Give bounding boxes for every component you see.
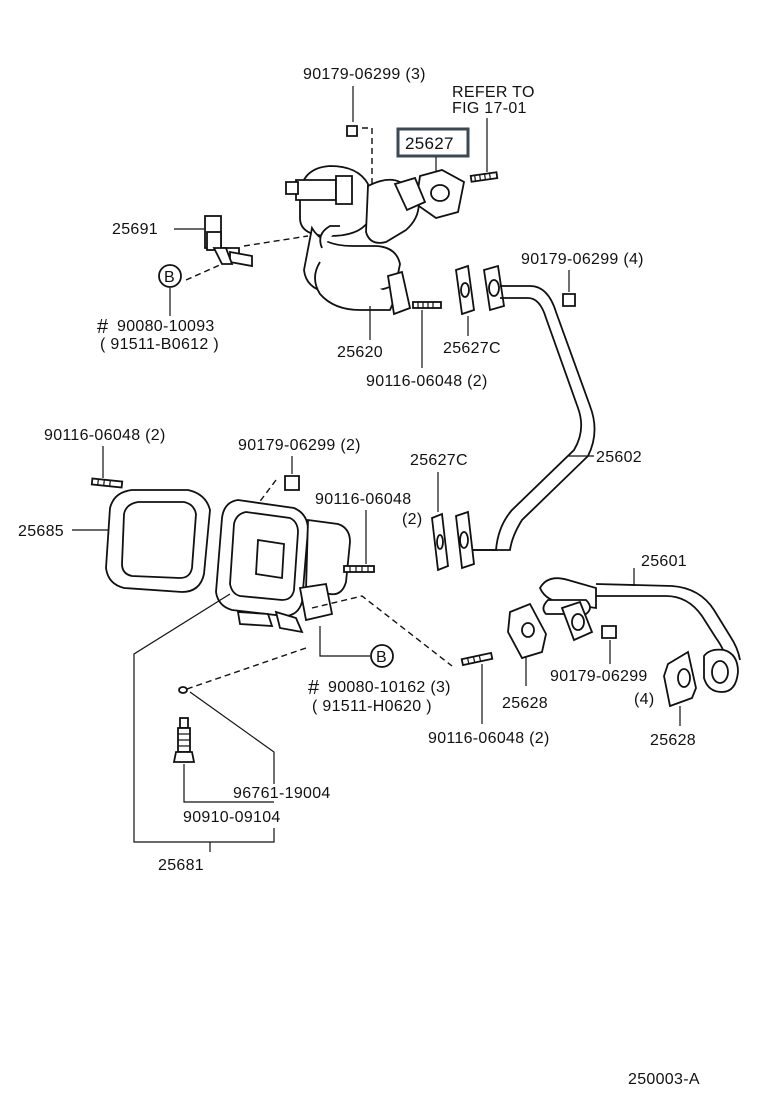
- label-96761-19004[interactable]: 96761-19004: [233, 785, 331, 802]
- label-90179-06299-3: 90179-06299 (3): [303, 66, 426, 83]
- gasket-25627c-icon: [431, 510, 475, 572]
- label-90116-06048-2-bottom[interactable]: 90116-06048 (2): [428, 730, 550, 747]
- hash-mark: #: [97, 316, 109, 338]
- pipe-25602-icon: [462, 285, 596, 551]
- label-25627c-mid[interactable]: 25627C: [410, 452, 468, 469]
- leader-line: [133, 593, 275, 843]
- o-ring-icon: [178, 686, 188, 694]
- label-qty-2: (2): [402, 511, 422, 528]
- label-25691[interactable]: 25691: [112, 221, 158, 238]
- label-90116-06048[interactable]: 90116-06048: [315, 491, 411, 508]
- label-25681[interactable]: 25681: [158, 857, 204, 874]
- egr-cooler-icon: [215, 499, 351, 634]
- label-90080-10162-3[interactable]: 90080-10162 (3): [328, 679, 451, 696]
- callout-b-label: B: [164, 269, 175, 286]
- label-25628-right[interactable]: 25628: [650, 732, 696, 749]
- stud-bolt-icon: [343, 565, 375, 573]
- leader-line: [183, 764, 274, 803]
- dashed-leader: [257, 479, 277, 505]
- label-25627c-top[interactable]: 25627C: [443, 340, 501, 357]
- egr-valve-icon: [285, 165, 427, 316]
- label-25628-left[interactable]: 25628: [502, 695, 548, 712]
- dashed-leader: [362, 127, 373, 188]
- refer-to-label: REFER TO: [452, 84, 535, 101]
- plug-icon: [172, 717, 196, 763]
- gasket-25628-icon: [663, 650, 697, 708]
- highlight-box: [396, 127, 470, 158]
- label-25602[interactable]: 25602: [596, 449, 642, 466]
- callout-b-icon: [158, 264, 182, 288]
- dashed-leader: [185, 263, 223, 281]
- label-25601[interactable]: 25601: [641, 553, 687, 570]
- label-91511-h0620: ( 91511-H0620 ): [312, 698, 432, 715]
- label-90179-06299-bottom[interactable]: 90179-06299: [550, 668, 648, 685]
- label-91511-b0612: ( 91511-B0612 ): [100, 336, 219, 353]
- callout-b-icon: [370, 644, 394, 668]
- leader-line: [189, 691, 275, 784]
- nut-90179-06299-icon: [346, 125, 358, 137]
- dashed-leader: [183, 647, 307, 691]
- leader-line: [319, 626, 370, 657]
- dashed-leader: [243, 235, 309, 247]
- label-qty-4: (4): [634, 691, 654, 708]
- label-25627[interactable]: 25627: [405, 134, 454, 153]
- hash-mark: #: [308, 677, 320, 699]
- vsv-25691-icon: [204, 215, 253, 268]
- stud-bolt-icon: [90, 477, 124, 489]
- stud-bolt-icon: [469, 171, 499, 183]
- gasket-25628-icon: [507, 602, 547, 660]
- label-90179-06299-2[interactable]: 90179-06299 (2): [238, 437, 361, 454]
- figure-code: 250003-A: [628, 1071, 700, 1088]
- gasket-25627-icon: [415, 169, 466, 219]
- stud-bolt-icon: [412, 301, 442, 309]
- nut-icon: [601, 625, 617, 639]
- gasket-25685-icon: [105, 489, 211, 593]
- label-25620[interactable]: 25620: [337, 344, 383, 361]
- refer-fig-label: FIG 17-01: [452, 100, 527, 117]
- dashed-leader: [311, 595, 453, 667]
- stud-bolt-icon: [460, 651, 494, 667]
- callout-b-label: B: [376, 649, 387, 666]
- label-90116-06048-2-left[interactable]: 90116-06048 (2): [44, 427, 166, 444]
- nut-icon: [284, 475, 300, 491]
- label-90179-06299-4[interactable]: 90179-06299 (4): [521, 251, 644, 268]
- label-25685[interactable]: 25685: [18, 523, 64, 540]
- gasket-25627c-icon: [455, 264, 506, 316]
- label-90080-10093[interactable]: 90080-10093: [117, 318, 215, 335]
- label-90910-09104[interactable]: 90910-09104: [183, 809, 281, 826]
- nut-icon: [562, 293, 576, 307]
- label-90116-06048-2-top[interactable]: 90116-06048 (2): [366, 373, 488, 390]
- pipe-25601-icon: [538, 577, 741, 693]
